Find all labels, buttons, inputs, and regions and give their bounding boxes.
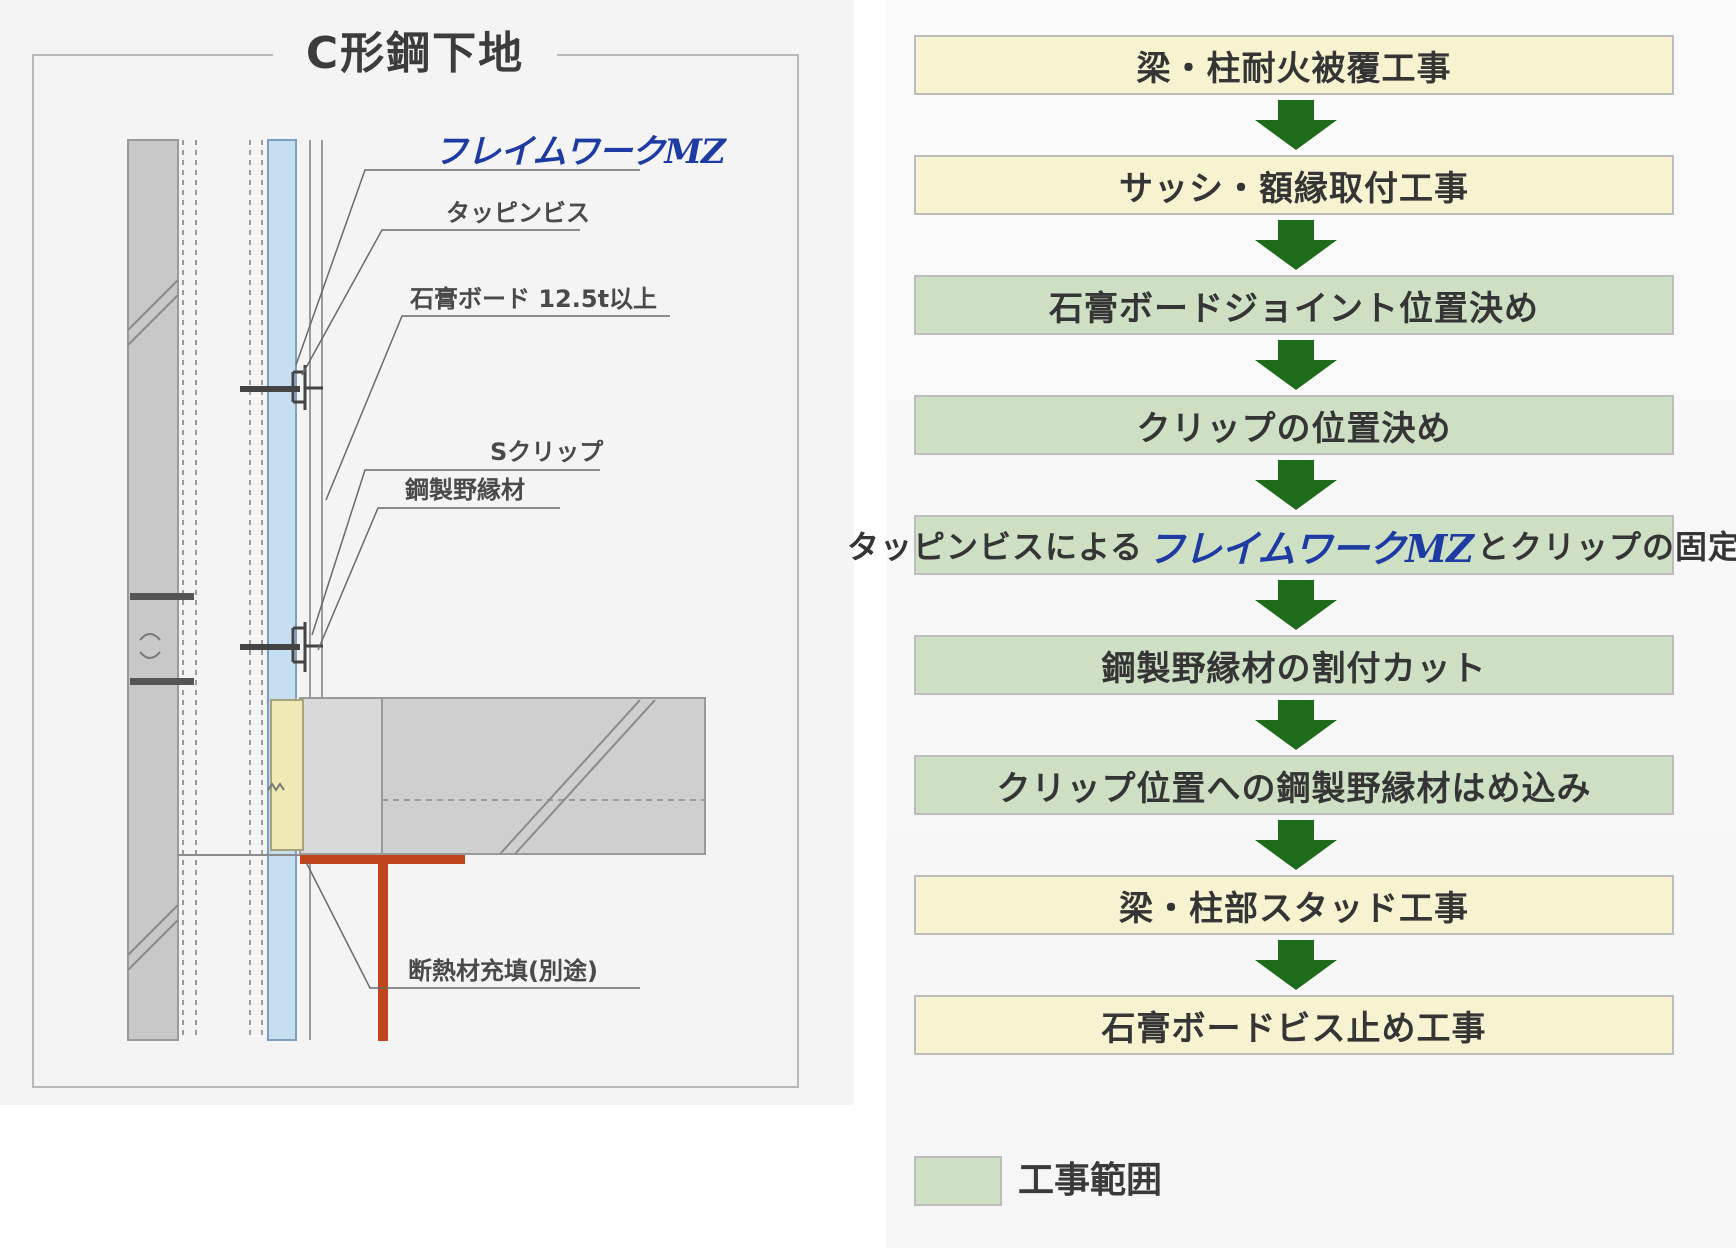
- flow-step-3: 石膏ボードジョイント位置決め: [914, 275, 1674, 335]
- flow-step-1: 梁・柱耐火被覆工事: [914, 35, 1674, 95]
- down-arrow-icon: [1255, 580, 1337, 630]
- hatch: [499, 699, 641, 855]
- flow-panel: 梁・柱耐火被覆工事 サッシ・額縁取付工事 石膏ボードジョイント位置決め クリップ…: [847, 0, 1736, 1248]
- legend-swatch: [914, 1156, 1002, 1206]
- callout-steel-furring: 鋼製野縁材: [405, 476, 525, 504]
- detail-panel: C形鋼下地 フレイムワークMZ タッピンビス 石膏ボード 12.5t以上 Sクリ…: [0, 0, 854, 1105]
- flow-step-9: 石膏ボードビス止め工事: [914, 995, 1674, 1055]
- leader-board: [325, 315, 670, 501]
- hatch: [127, 919, 179, 971]
- down-arrow-icon: [1255, 100, 1337, 150]
- flow-step-label: 石膏ボードビス止め工事: [1101, 1008, 1487, 1049]
- down-arrow-icon: [1255, 820, 1337, 870]
- s-clip: [291, 622, 323, 672]
- flow-step-label: 鋼製野縁材の割付カット: [1101, 648, 1487, 689]
- down-arrow-icon: [1255, 220, 1337, 270]
- s-clip: [291, 365, 323, 410]
- flow-step-label: 石膏ボードジョイント位置決め: [1049, 288, 1539, 329]
- hatch: [127, 279, 179, 331]
- flow-step-brand: フレイムワークMZ: [1147, 525, 1474, 571]
- flow-list: 梁・柱耐火被覆工事 サッシ・額縁取付工事 石膏ボードジョイント位置決め クリップ…: [847, 0, 1736, 1248]
- flow-step-5: タッピンビスによる フレイムワークMZ とクリップの固定: [847, 515, 1736, 575]
- leader-insulation: [305, 861, 640, 989]
- flow-step-label: 梁・柱耐火被覆工事: [1136, 48, 1452, 89]
- tapping-screw: [240, 386, 300, 392]
- down-arrow-icon: [1255, 340, 1337, 390]
- hatch: [514, 699, 656, 855]
- callout-gypsum-board: 石膏ボード 12.5t以上: [410, 285, 658, 313]
- down-arrow-icon: [1255, 460, 1337, 510]
- gypsum-board: [267, 139, 297, 1041]
- anchor-bolt: [139, 633, 161, 659]
- fireproof-coating: [299, 697, 383, 855]
- leader-brand: [295, 169, 640, 366]
- flow-step-7: クリップ位置への鋼製野縁材はめ込み: [914, 755, 1674, 815]
- callout-tapping-screw: タッピンビス: [446, 199, 590, 227]
- flow-step-label: クリップ位置への鋼製野縁材はめ込み: [996, 768, 1592, 809]
- leader-furring: [317, 507, 560, 651]
- leader-clip: [311, 469, 600, 636]
- steel-web: [378, 855, 388, 1041]
- down-arrow-icon: [1255, 700, 1337, 750]
- flow-step-6: 鋼製野縁材の割付カット: [914, 635, 1674, 695]
- flow-step-4: クリップの位置決め: [914, 395, 1674, 455]
- flow-step-2: サッシ・額縁取付工事: [914, 155, 1674, 215]
- flow-step-label-pre: タッピンビスによる: [846, 528, 1143, 566]
- down-arrow-icon: [1255, 940, 1337, 990]
- tapping-screw: [240, 644, 300, 650]
- insulation-block: [270, 699, 304, 851]
- sealant: [267, 782, 285, 792]
- flow-step-label: サッシ・額縁取付工事: [1119, 168, 1469, 209]
- anchor: [130, 678, 194, 685]
- flow-step-label: クリップの位置決め: [1136, 408, 1452, 449]
- wall-column: [127, 139, 179, 1041]
- brand-label: フレイムワークMZ: [434, 132, 726, 172]
- detail-title: C形鋼下地: [273, 22, 557, 86]
- flow-step-8: 梁・柱部スタッド工事: [914, 875, 1674, 935]
- flow-step-label-post: とクリップの固定: [1477, 528, 1736, 566]
- detail-drawing: [127, 139, 706, 1041]
- flow-step-label: 梁・柱部スタッド工事: [1119, 888, 1469, 929]
- hatch: [127, 904, 179, 956]
- anchor: [130, 593, 194, 600]
- callout-s-clip: Sクリップ: [490, 438, 604, 466]
- leader-screw: [301, 229, 580, 376]
- legend-label: 工事範囲: [1018, 1160, 1163, 1201]
- hatch: [127, 294, 179, 346]
- callout-insulation: 断熱材充填(別途): [408, 957, 598, 985]
